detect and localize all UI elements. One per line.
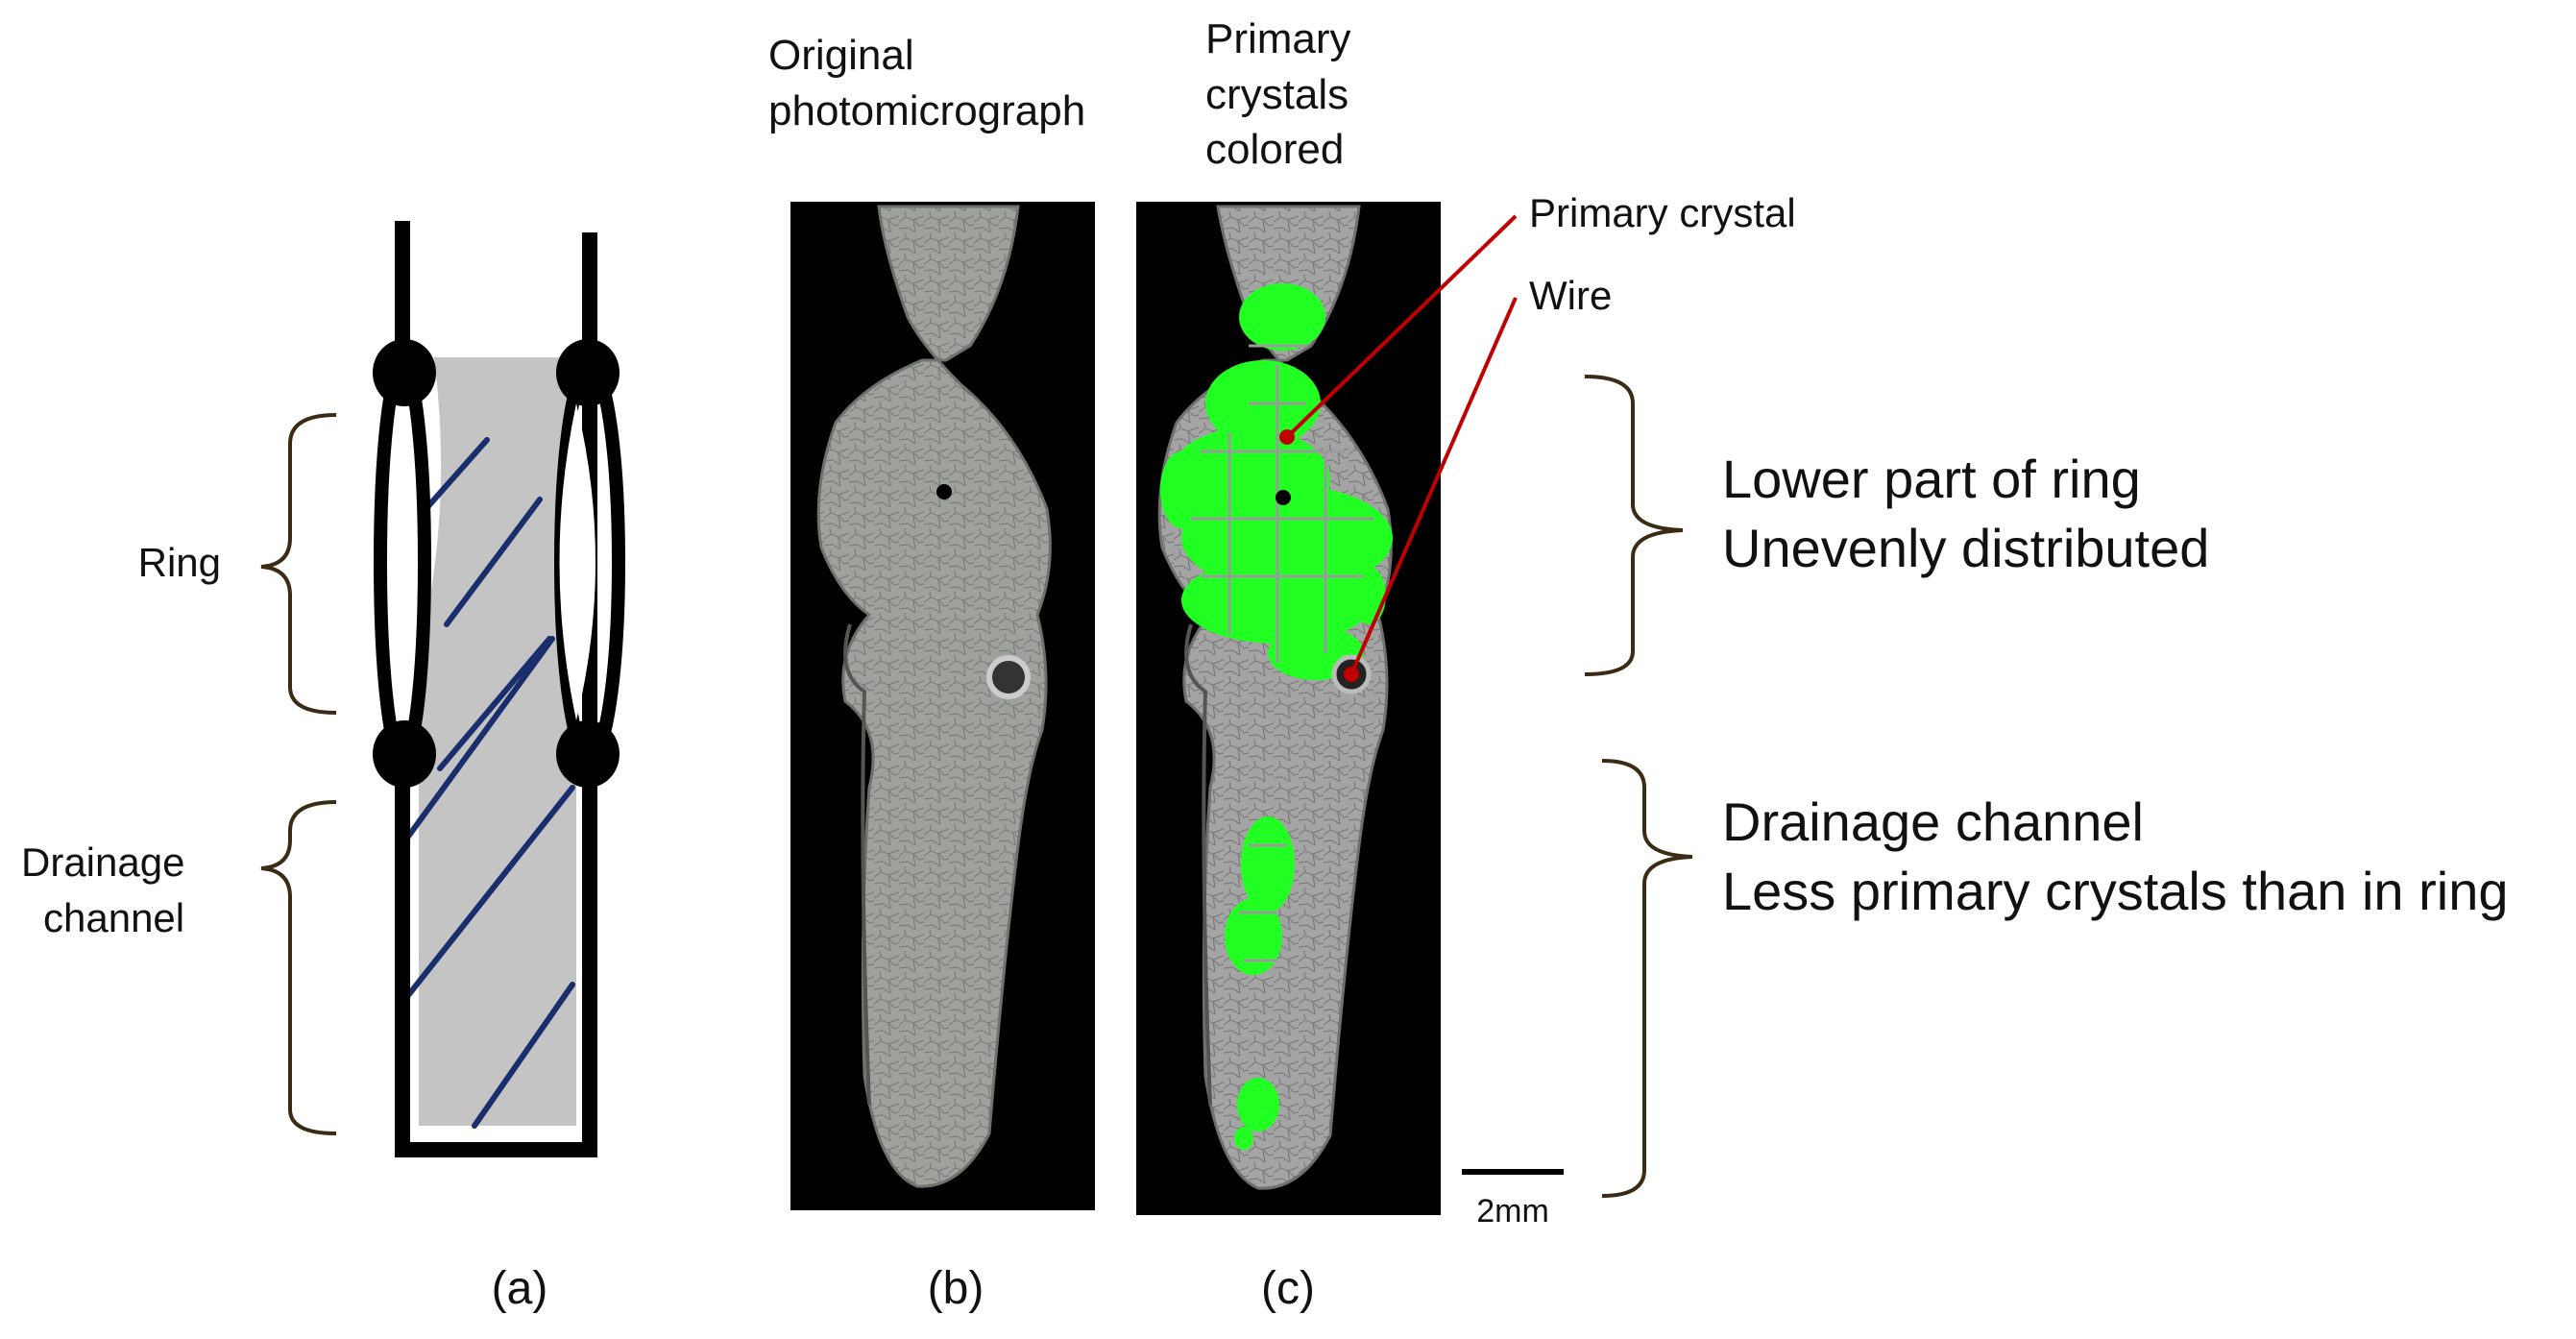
scale-bar-label: 2mm	[1476, 1193, 1549, 1229]
callout-primary-line	[1285, 214, 1518, 439]
drain-annotation-line2: Less primary crystals than in ring	[1722, 861, 2509, 921]
ring-annotation-line2: Unevenly distributed	[1722, 518, 2209, 578]
callout-wire-line	[1349, 297, 1518, 675]
panel-c-title-line2: crystals	[1205, 71, 1349, 118]
hatch-lines	[402, 437, 575, 1129]
micro-b-wire	[986, 655, 1031, 699]
micro-c-void	[1276, 490, 1291, 505]
photomicrograph-original	[790, 202, 1095, 1210]
caption-b: (b)	[928, 1263, 984, 1314]
panel-c-title-line1: Primary	[1205, 15, 1351, 62]
callout-primary-label: Primary crystal	[1529, 190, 1796, 235]
callout-wire-dot	[1344, 667, 1359, 682]
ring-annotation-line1: Lower part of ring	[1722, 449, 2141, 509]
panel-b-title-line1: Original	[768, 32, 914, 79]
drainage-annotation-bracket	[1601, 759, 1693, 1198]
panel-c-title-line3: colored	[1205, 126, 1344, 173]
ring-label: Ring	[138, 540, 221, 585]
crystal-gaps	[1191, 344, 1373, 962]
drainage-bracket	[260, 800, 337, 1135]
drainage-label-line1: Drainage	[21, 840, 184, 885]
micro-b-sample	[816, 205, 1052, 1188]
joint-top-right	[556, 339, 620, 406]
joint-top-left	[373, 339, 436, 406]
joint-bottom-left	[373, 720, 436, 788]
drainage-label-line2: channel	[43, 895, 184, 940]
panel-a-schematic	[373, 221, 625, 1157]
callout-primary-dot	[1279, 429, 1295, 445]
callout-wire-label: Wire	[1529, 273, 1612, 318]
joint-bottom-right	[556, 720, 620, 788]
panel-b-title-line2: photomicrograph	[768, 87, 1085, 134]
ring-left	[374, 358, 431, 766]
ring-bracket	[260, 413, 337, 715]
micro-c-lead	[1184, 623, 1212, 1106]
drain-annotation-line1: Drainage channel	[1722, 791, 2144, 852]
caption-a: (a)	[492, 1263, 548, 1314]
caption-c: (c)	[1261, 1263, 1315, 1314]
ring-annotation-bracket	[1584, 375, 1684, 676]
micro-b-lead	[843, 623, 871, 1106]
micro-b-void	[936, 484, 952, 499]
photomicrograph-colored	[1136, 202, 1441, 1215]
